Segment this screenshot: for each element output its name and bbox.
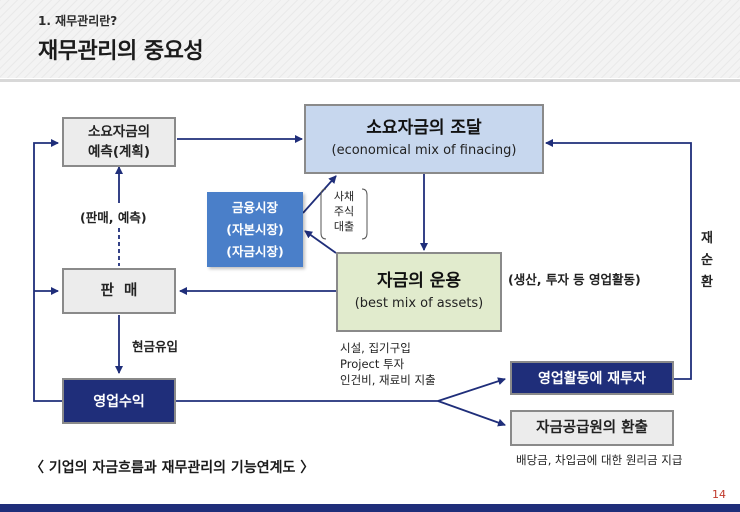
fund-financing-sub: (economical mix of finacing) — [331, 143, 517, 158]
use-item-facilities: 시설, 집기구입 — [340, 341, 411, 355]
arrow-operation-to-market — [304, 230, 337, 254]
brace-item-stock: 주식 — [333, 205, 355, 218]
recirculation-line — [545, 139, 692, 380]
fund-forecast-line2: 예측(계획) — [87, 144, 151, 160]
branch-to-reinvest — [437, 377, 506, 402]
market-line1: 금융시장 — [231, 199, 278, 215]
header-divider — [0, 79, 740, 82]
slide-title: 재무관리의 중요성 — [38, 39, 204, 64]
sales-box: 판 매 — [62, 268, 176, 314]
slide-header: 1. 재무관리란? 재무관리의 중요성 — [0, 0, 740, 78]
fund-financing-title: 소요자금의 조달 — [366, 118, 482, 138]
fund-forecast-line1: 소요자금의 — [87, 124, 151, 140]
arrow-market-to-financing — [302, 175, 337, 214]
sales-label: 판 매 — [100, 283, 138, 299]
fund-forecast-box: 소요자금의 예측(계획) — [62, 117, 176, 167]
brace-icon — [320, 188, 368, 240]
use-item-labor: 인건비, 재료비 지출 — [340, 373, 436, 387]
cash-inflow-label: 현금유입 — [132, 339, 179, 354]
footer-bar — [0, 504, 740, 512]
operating-activity-label: (생산, 투자 등 영업활동) — [508, 272, 641, 287]
fund-operation-title: 자금의 운용 — [376, 271, 462, 291]
diagram-caption: 〈 기업의 자금흐름과 재무관리의 기능연계도 〉 — [30, 460, 315, 476]
fund-return-label: 자금공급원의 환출 — [536, 420, 648, 436]
brace-item-bond: 사채 — [333, 190, 355, 203]
funding-sources-brace: 사채 주식 대출 — [320, 187, 368, 241]
operating-revenue-label: 영업수익 — [93, 394, 145, 410]
market-line3: (자금시장) — [226, 243, 284, 259]
fund-financing-box: 소요자금의 조달 (economical mix of finacing) — [304, 104, 544, 174]
page-number: 14 — [712, 488, 726, 501]
fund-return-box: 자금공급원의 환출 — [510, 410, 674, 446]
recirculation-label: 재 순 환 — [701, 231, 713, 290]
operating-revenue-box: 영업수익 — [62, 378, 176, 424]
market-line2: (자본시장) — [226, 221, 284, 237]
reinvestment-box: 영업활동에 재투자 — [510, 361, 674, 395]
financial-market-box: 금융시장 (자본시장) (자금시장) — [207, 192, 303, 267]
fund-operation-sub: (best mix of assets) — [354, 296, 484, 311]
left-loop-line — [33, 139, 63, 402]
reinvestment-label: 영업활동에 재투자 — [538, 371, 646, 387]
branch-to-return — [437, 400, 506, 427]
slide-subtitle: 1. 재무관리란? — [38, 14, 118, 28]
fund-uses-list: 시설, 집기구입 Project 투자 인건비, 재료비 지출 — [340, 340, 436, 388]
sales-forecast-label: (판매, 예측) — [80, 210, 147, 225]
use-item-project: Project 투자 — [340, 357, 405, 371]
fund-operation-box: 자금의 운용 (best mix of assets) — [336, 252, 502, 332]
repayment-label: 배당금, 차입금에 대한 원리금 지급 — [516, 453, 683, 467]
brace-item-loan: 대출 — [333, 220, 355, 233]
